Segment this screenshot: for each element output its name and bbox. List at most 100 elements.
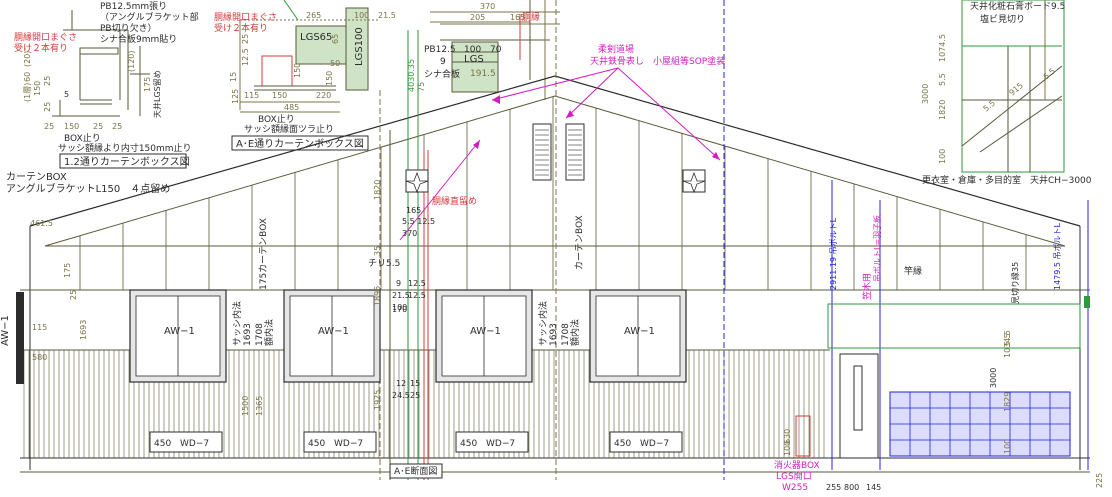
detail3-dim-100: 100 [464, 45, 481, 55]
detail1-note-red-2: 受け２本有り [14, 42, 68, 54]
dim-4615: 461.5 [30, 219, 53, 228]
detail1-dim-b150: 150 [64, 122, 79, 131]
curtain-box-label-2: カーテンBOX [574, 215, 585, 270]
detail2-label-lgs100: LGS100 [354, 27, 365, 66]
detail-3-section: 370 205 165 胴縁 PB12.5 100 70 9 LGS シナ合板 … [407, 0, 560, 100]
right-dim-3: 1479.5 吊ボルトL [1053, 222, 1062, 290]
dim-1820: 1820 [373, 180, 382, 200]
wd-dim: 450 [154, 439, 171, 449]
wd-label: WD−7 [640, 439, 669, 449]
detail2-dim-15: 15 [229, 72, 238, 82]
window-label: AW−1 [164, 326, 195, 337]
magenta-note-2: 天井鉄骨表し 小屋組等SOP塗装 [590, 55, 725, 67]
dim-1925: 1925 [373, 390, 382, 410]
detail1-note-red-1: 胴縁開口まぐさ [14, 31, 77, 43]
detail4-dim-55b: 5.5 [982, 98, 998, 113]
dim-125a: 12.5 [408, 279, 426, 288]
ae-section-label: A･E断面図 [394, 465, 437, 477]
detail1-dim-150: 150 [33, 81, 42, 96]
detail2-lgs100-block [345, 7, 369, 91]
wd-dim: 450 [460, 439, 477, 449]
detail2-label-lgs65: LGS65 [300, 32, 332, 43]
dim-35: 35 [373, 246, 382, 256]
right-dim-5: 3000 [989, 368, 998, 388]
dim-165: 165 [406, 206, 421, 215]
curtain-note-2: アングルブラケットL150 ４点留め [6, 182, 170, 195]
detail3-dim-1915: 191.5 [470, 69, 496, 79]
detail2-dim-115: 115 [244, 91, 259, 100]
louvre-vent-icon [532, 123, 585, 181]
dim-125b: 12.5 [408, 291, 426, 300]
ventilation-fan-icon [405, 169, 706, 194]
detail1-dim-5: 5 [64, 90, 69, 99]
dim-100: 100 [392, 303, 407, 312]
detail4-note-board: 天井化粧石膏ボード9.5 [970, 0, 1065, 12]
detail3-dim-4030: 4030.35 [407, 59, 416, 92]
detail1-dim-b25d: 25 [112, 122, 122, 131]
detail2-dim-25: 25 [241, 34, 250, 44]
detail2-note-red-1: 胴縁開口まぐさ [214, 11, 277, 23]
box-plywood [79, 47, 119, 55]
wd-dim: 450 [614, 439, 631, 449]
extinguisher-note-3: W255 [782, 483, 808, 493]
detail3-dim-370: 370 [480, 2, 495, 11]
window-label: AW−1 [470, 326, 501, 337]
wd-label: WD−7 [180, 439, 209, 449]
sash-dim-2: 1693 [549, 323, 559, 346]
dim-115: 115 [32, 323, 47, 332]
roof-outline [29, 75, 1081, 227]
detail1-dim-175: 175 [143, 77, 152, 92]
detail1-note-pb: PB12.5mm張り [100, 1, 167, 12]
detail4-dim-915: 915 [1008, 81, 1025, 98]
detail1-note-pbcut: PB切り欠き） [100, 22, 157, 34]
detail2-dim-265: 265 [306, 11, 321, 20]
sash-label-2: サッシ内法 [537, 301, 549, 346]
right-label-2: 竿縁 [904, 265, 922, 277]
detail3-dim-165: 165 [510, 13, 525, 22]
detail2-note-red-2: 受け２本有り [214, 22, 268, 34]
dim-370: 370 [402, 229, 417, 238]
detail1-dim-20: (20) [23, 51, 32, 67]
detail1-dim-b25: 25 [44, 122, 54, 131]
dim-1693: 1693 [79, 320, 88, 340]
right-dim-9: 225 [1095, 473, 1104, 488]
detail4-dim-65: 6.5 [1042, 66, 1058, 81]
roof-panel-lines [79, 96, 1027, 290]
detail2-title: A･E通りカーテンボックス図 [236, 138, 364, 150]
detail1-note-box2: サッシ額縁より内寸150mm止り [58, 142, 192, 154]
extinguisher-note-1: 消火器BOX [774, 459, 820, 471]
dim-630: 630 [783, 429, 792, 444]
detail2-dim-485: 485 [284, 103, 299, 112]
wd-box [455, 431, 529, 453]
detail3-note-red: 胴縁 [522, 11, 540, 23]
dim-170: 170 [392, 305, 407, 314]
dim-215: 21.5 [392, 291, 410, 300]
dim-100b: 100 [783, 441, 792, 456]
detail2-dim-215: 21.5 [378, 11, 396, 20]
dim-9: 9 [396, 279, 401, 288]
dim-55-125: 5.5 12.5 [402, 217, 435, 226]
detail1-dim-25b: 25 [43, 76, 52, 86]
room-note: 更衣室・倉庫・多目的室 天井CH−3000 [922, 174, 1092, 186]
dim-1365: 1365 [255, 396, 264, 416]
detail1-title: 1.2通りカーテンボックス図 [64, 156, 190, 168]
detail-4-ceiling: 天井化粧石膏ボード9.5 塩ビ見切り 3000 1074.5 5.5 1820 … [921, 0, 1065, 173]
bottom-dim-145: 145 [866, 483, 881, 492]
detail1-dim-25a: 25 [43, 102, 52, 112]
detail4-frame [961, 0, 1065, 173]
detail2-opening-lintel [261, 55, 293, 87]
red-note: 胴縁直留め [432, 195, 477, 207]
annotation-arrow-icon [399, 67, 721, 241]
inner-label-1: 額内法 [263, 319, 275, 346]
dim-12: 12 [396, 379, 406, 388]
detail1-note-plywood: シナ合板9mm貼り [100, 33, 177, 45]
right-dim-2: 吊ボルトL=羽子板 [872, 215, 882, 282]
detail4-dim-3000: 3000 [921, 84, 930, 104]
right-section-green-mark [1084, 296, 1090, 308]
bottom-dim-255: 255 [826, 483, 841, 492]
sash-dim-1: 1693 [243, 323, 253, 346]
wd-box [609, 431, 683, 453]
dim-175: 175 [63, 263, 72, 278]
